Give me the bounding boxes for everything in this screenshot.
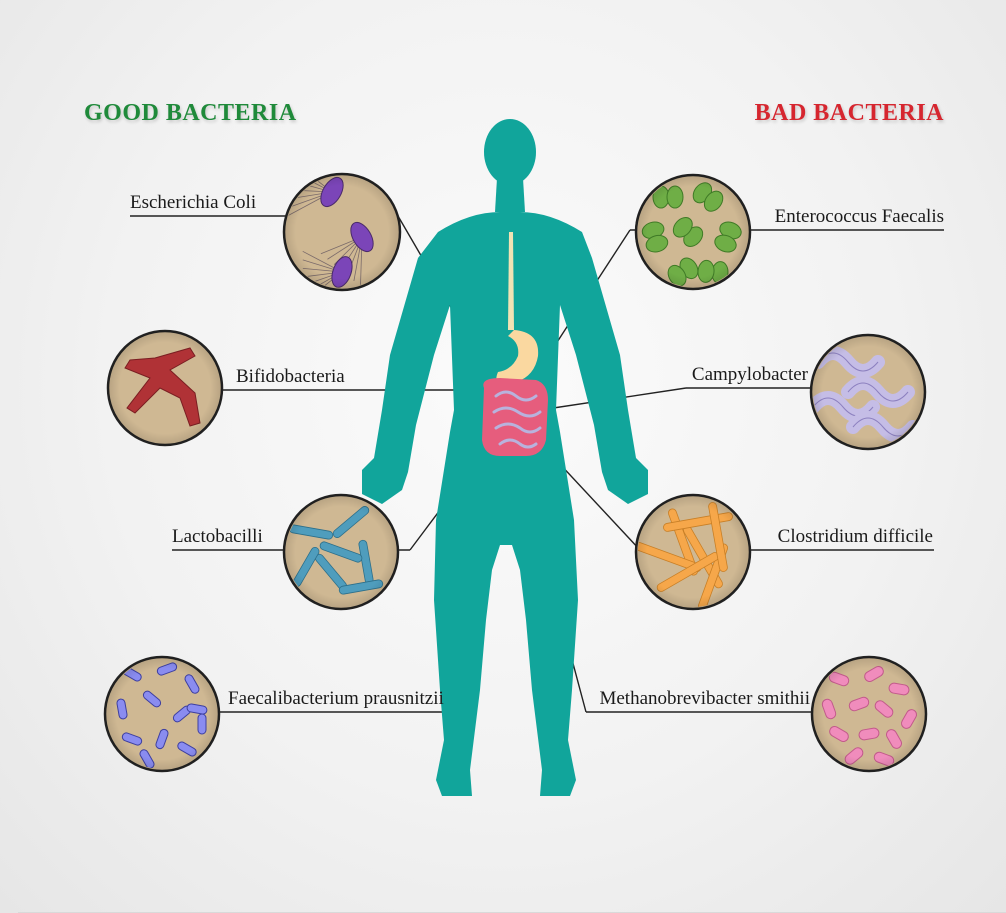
faecalibacterium-icon	[105, 657, 219, 771]
e-coli-icon	[273, 156, 400, 314]
bad-bacteria-label-0: Enterococcus Faecalis	[762, 206, 944, 228]
clostridium-icon	[634, 495, 750, 611]
enterococcus-icon	[636, 175, 750, 289]
methanobrevibacter-icon	[812, 657, 926, 771]
bifidobacteria-icon	[108, 331, 222, 445]
bad-bacteria-label-1: Campylobacter	[686, 364, 808, 386]
good-bacteria-label-1: Bifidobacteria	[236, 366, 366, 388]
campylobacter-icon	[811, 335, 925, 449]
good-bacteria-label-2: Lactobacilli	[172, 526, 284, 548]
good-bacteria-label-3: Faecalibacterium prausnitzii	[228, 688, 460, 710]
lactobacilli-icon	[284, 495, 398, 609]
good-bacteria-label-0: Escherichia Coli	[130, 192, 270, 214]
bad-bacteria-label-3: Methanobrevibacter smithii	[586, 688, 810, 710]
bad-bacteria-label-2: Clostridium difficile	[763, 526, 933, 548]
